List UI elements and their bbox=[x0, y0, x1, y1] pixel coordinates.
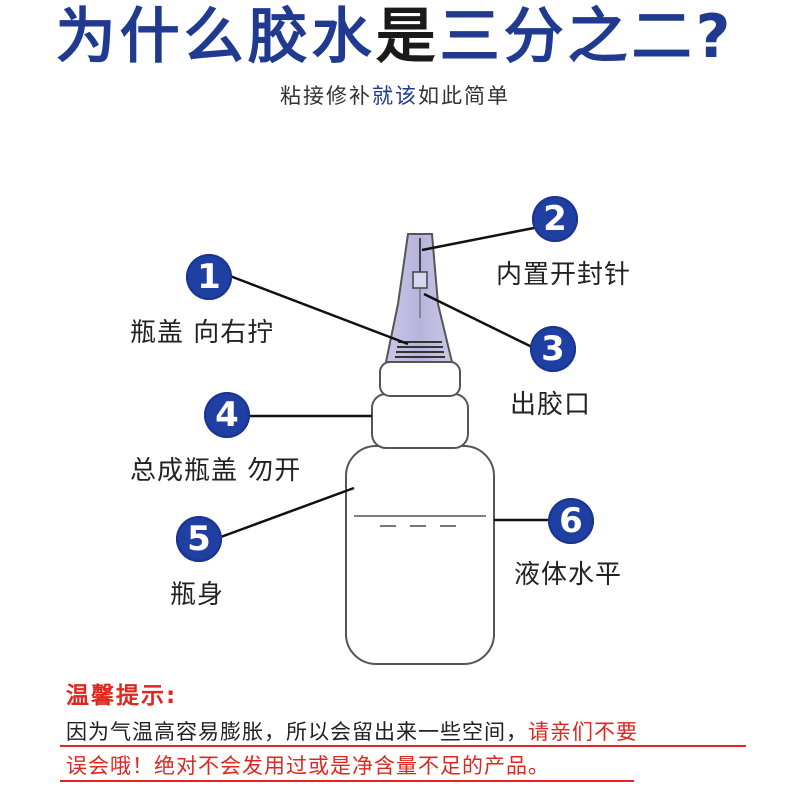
callout-label-3: 出胶口 bbox=[510, 390, 592, 420]
callout-label-1: 瓶盖 向右拧 bbox=[130, 318, 275, 348]
tip-line-1-black: 因为气温高容易膨胀，所以会留出来一些空间， bbox=[66, 720, 528, 744]
callout-label-6: 液体水平 bbox=[514, 560, 623, 590]
leader-line-5 bbox=[217, 486, 355, 540]
subtitle-part-2: 就该 bbox=[372, 84, 418, 108]
tip-line-2: 误会哦！绝对不会发用过或是净含量不足的产品。 bbox=[66, 750, 550, 780]
cap-ring bbox=[379, 361, 461, 397]
nozzle bbox=[384, 233, 454, 363]
callout-badge-6: 6 bbox=[548, 498, 594, 544]
title-part-3: 三分之二? bbox=[439, 2, 735, 72]
pin-base bbox=[412, 271, 428, 289]
leader-line-1 bbox=[229, 274, 409, 346]
callout-badge-3: 3 bbox=[530, 326, 576, 372]
title-part-2: 是 bbox=[375, 2, 440, 72]
callout-label-5: 瓶身 bbox=[170, 580, 225, 610]
subtitle-part-1: 粘接修补 bbox=[280, 84, 372, 108]
tip-underline-1 bbox=[60, 745, 746, 747]
subtitle-part-3: 如此简单 bbox=[418, 84, 510, 108]
tip-title: 温馨提示: bbox=[66, 683, 178, 709]
page-title: 为什么胶水是三分之二? bbox=[0, 2, 790, 72]
tip-line-2-red: 误会哦！绝对不会发用过或是净含量不足的产品。 bbox=[66, 754, 550, 778]
callout-badge-4: 4 bbox=[204, 392, 250, 438]
title-part-1: 为什么胶水 bbox=[55, 2, 376, 72]
leader-line-3 bbox=[423, 292, 535, 350]
tip-underline-2 bbox=[60, 780, 634, 782]
leader-line-2 bbox=[421, 224, 545, 252]
bottle-body bbox=[345, 445, 495, 665]
callout-badge-2: 2 bbox=[532, 196, 578, 242]
callout-badge-5: 5 bbox=[176, 516, 222, 562]
callout-badge-1: 1 bbox=[186, 254, 232, 300]
tip-line-1-red: 请亲们不要 bbox=[528, 720, 638, 744]
callout-label-4: 总成瓶盖 勿开 bbox=[130, 456, 302, 486]
cap-assembly bbox=[371, 393, 469, 449]
liquid-level-line bbox=[354, 515, 486, 527]
page-subtitle: 粘接修补就该如此简单 bbox=[0, 80, 790, 110]
tip-line-1: 因为气温高容易膨胀，所以会留出来一些空间，请亲们不要 bbox=[66, 716, 638, 746]
callout-label-2: 内置开封针 bbox=[496, 260, 632, 290]
